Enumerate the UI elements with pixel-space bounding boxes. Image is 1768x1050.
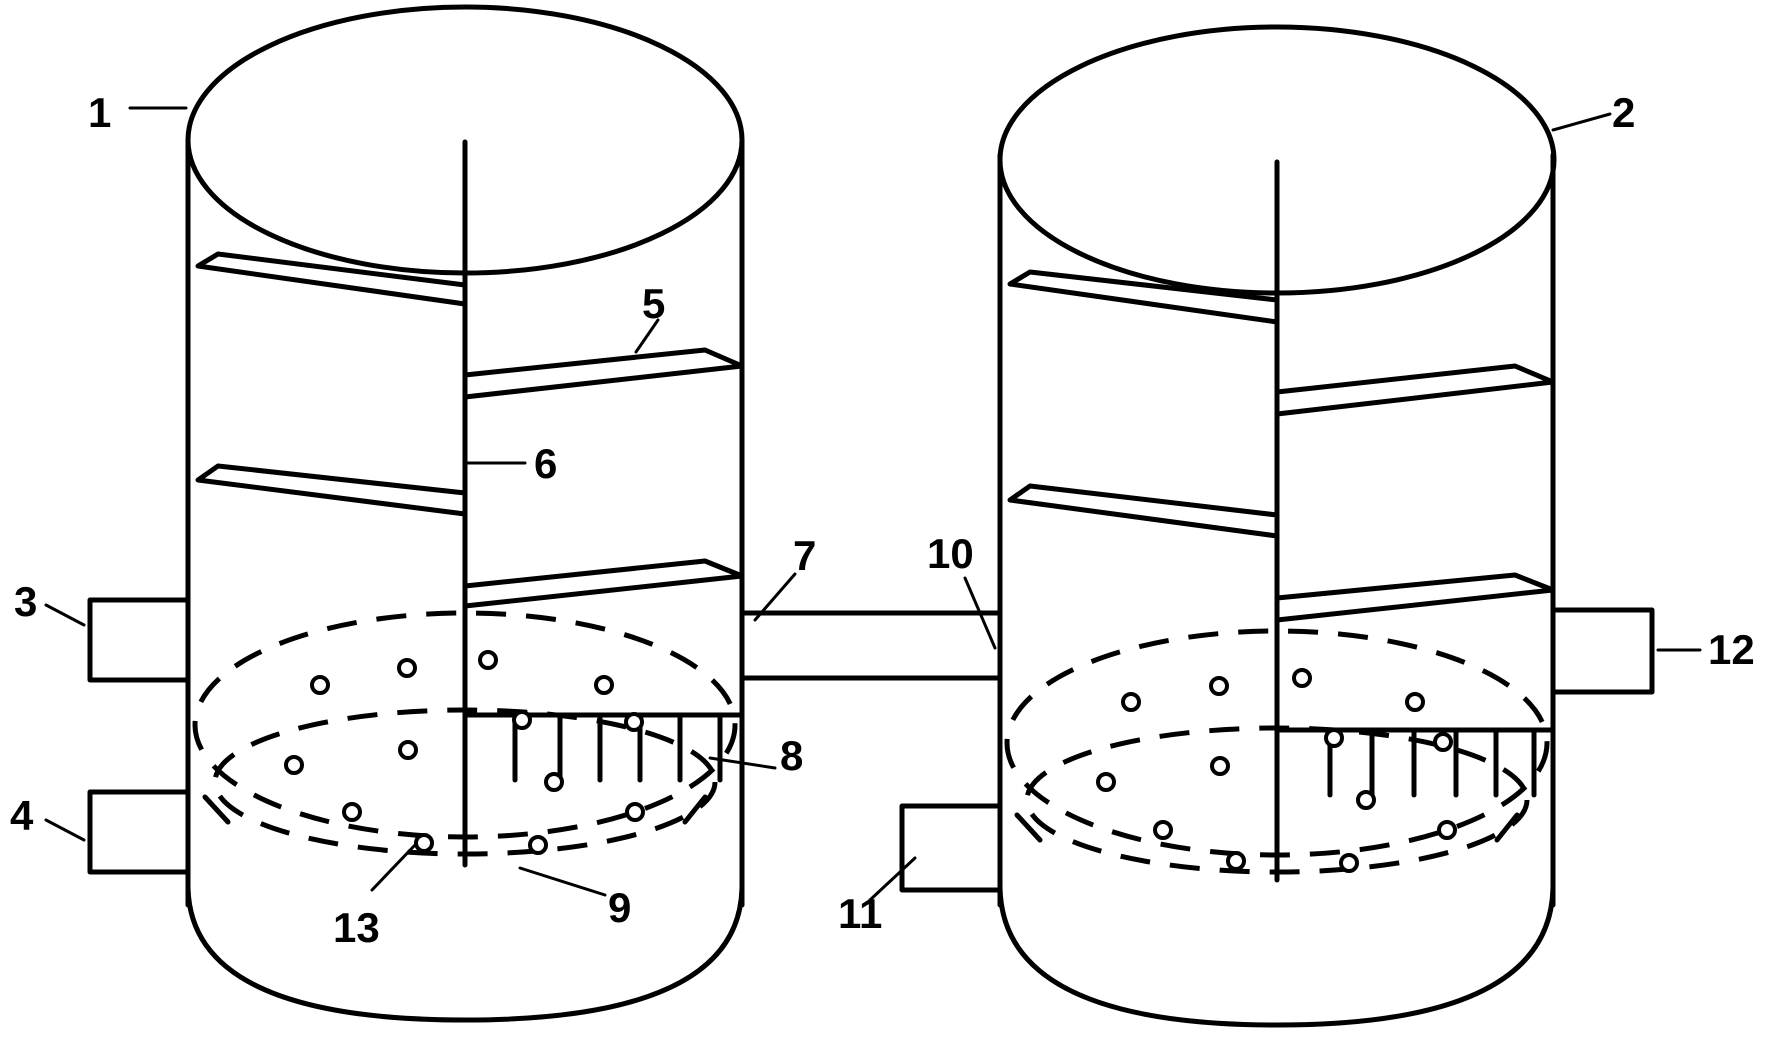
screen-hole xyxy=(528,835,548,855)
screen-hole xyxy=(1405,692,1425,712)
tank-1-blade xyxy=(195,251,468,307)
screen-hole xyxy=(594,675,614,695)
screen-hole xyxy=(1209,676,1229,696)
label-8: 8 xyxy=(780,732,803,779)
tank-2-blade xyxy=(1007,269,1280,325)
tank-1-blade xyxy=(462,347,745,400)
leader-13 xyxy=(370,843,417,892)
screen-hole xyxy=(1356,790,1376,810)
labels: 1 2 3 4 5 6 7 8 9 10 11 12 13 xyxy=(10,89,1755,951)
screen-hole xyxy=(310,675,330,695)
screen-hole xyxy=(1433,732,1453,752)
label-3: 3 xyxy=(14,578,37,625)
leader-lines xyxy=(44,106,1702,902)
leader-2 xyxy=(1551,112,1612,132)
label-10: 10 xyxy=(927,530,974,577)
screen-hole xyxy=(1292,668,1312,688)
tank-1-screen-support xyxy=(202,794,231,825)
tank-2-screen-outer xyxy=(1004,628,1550,858)
label-11: 11 xyxy=(838,890,882,937)
leader-5 xyxy=(634,318,660,354)
label-7: 7 xyxy=(793,532,816,579)
tank-1-screen-inner xyxy=(212,707,718,857)
label-12: 12 xyxy=(1708,626,1755,673)
tank-1-screen-holes xyxy=(284,650,645,855)
label-9: 9 xyxy=(608,884,631,931)
tank-2-port-12 xyxy=(1550,607,1655,695)
screen-hole xyxy=(624,712,644,732)
screen-hole xyxy=(1437,820,1457,840)
leader-8 xyxy=(708,756,777,770)
tank-2-blade xyxy=(1274,363,1556,417)
tank-2-port-11 xyxy=(899,803,1003,893)
tank-2-bottom xyxy=(997,882,1556,1028)
label-13: 13 xyxy=(333,904,380,951)
tank-2-blade xyxy=(1274,572,1556,623)
screen-hole xyxy=(397,658,417,678)
screen-hole xyxy=(1324,728,1344,748)
tank-2-blade xyxy=(1007,483,1280,539)
leader-3 xyxy=(44,603,86,627)
tank-2 xyxy=(899,24,1655,1028)
label-6: 6 xyxy=(534,440,557,487)
tank-1-port-3 xyxy=(87,597,191,683)
screen-hole xyxy=(1339,853,1359,873)
screen-hole xyxy=(1153,820,1173,840)
tank-1-screen-outer xyxy=(192,610,738,840)
screen-hole xyxy=(398,740,418,760)
label-4: 4 xyxy=(10,792,34,839)
tank-2-screen-holes xyxy=(1096,668,1457,873)
tank-1-blade xyxy=(462,558,745,609)
tank-1-bottom xyxy=(185,882,745,1023)
screen-hole xyxy=(414,833,434,853)
leader-7 xyxy=(753,572,797,622)
screen-hole xyxy=(544,772,564,792)
tank-1-blade xyxy=(195,463,468,517)
tank-1-screen-support xyxy=(682,794,708,825)
screen-hole xyxy=(512,710,532,730)
screen-hole xyxy=(625,802,645,822)
tank-2-screen-inner xyxy=(1024,725,1530,875)
screen-hole xyxy=(284,755,304,775)
tank-2-screen-support xyxy=(1014,812,1043,843)
tank-1 xyxy=(87,4,745,1023)
screen-hole xyxy=(478,650,498,670)
leader-11 xyxy=(868,856,917,902)
leader-9 xyxy=(518,866,607,897)
tank-2-screen-support xyxy=(1494,812,1520,843)
screen-hole xyxy=(1121,692,1141,712)
label-5: 5 xyxy=(642,280,665,327)
label-1: 1 xyxy=(88,89,111,136)
screen-hole xyxy=(342,802,362,822)
leader-10 xyxy=(963,576,997,650)
screen-hole xyxy=(1210,756,1230,776)
screen-hole xyxy=(1096,772,1116,792)
leader-4 xyxy=(44,818,86,842)
screen-hole xyxy=(1226,851,1246,871)
label-2: 2 xyxy=(1612,89,1635,136)
tank-1-port-4 xyxy=(87,789,191,875)
